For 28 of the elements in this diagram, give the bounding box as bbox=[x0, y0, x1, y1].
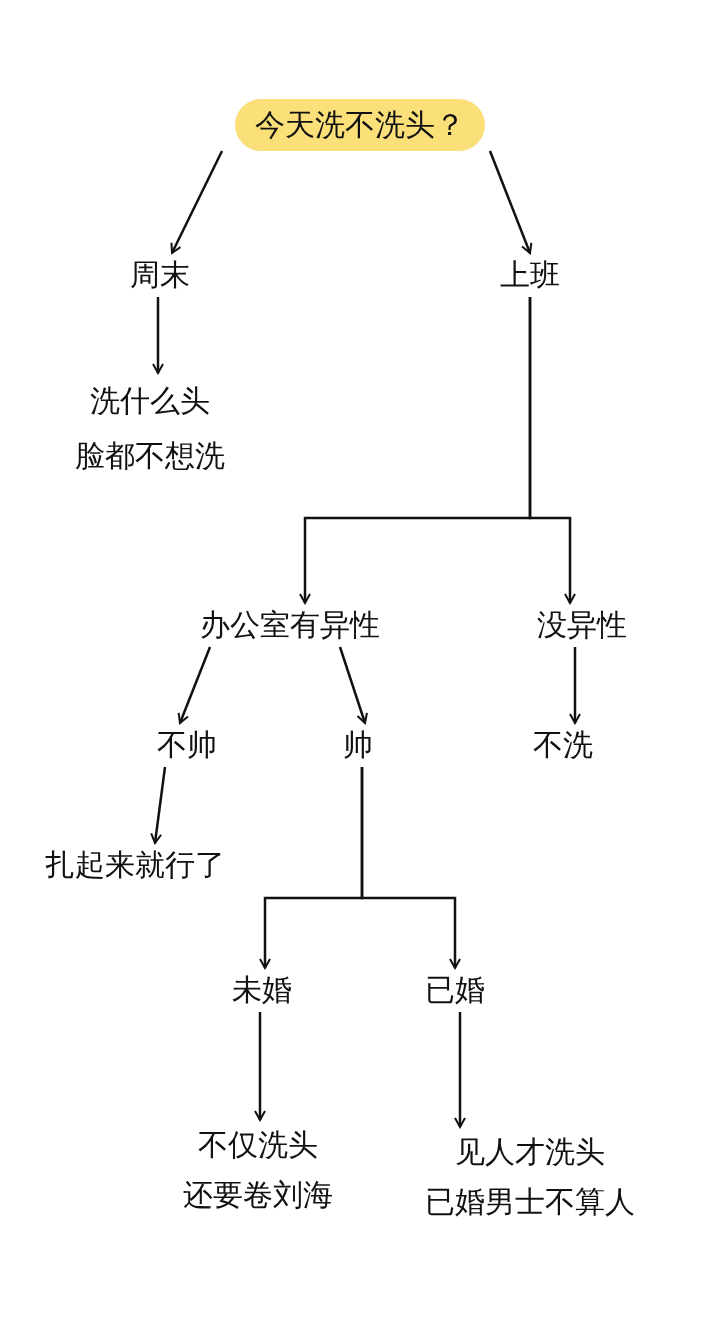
text-line: 洗什么头 bbox=[90, 381, 210, 420]
choice-text: 上班 bbox=[490, 253, 570, 297]
choice-text: 周末 bbox=[120, 253, 200, 297]
arrow bbox=[488, 150, 533, 254]
text-line: 脸都不想洗 bbox=[75, 436, 225, 475]
arrow bbox=[152, 297, 164, 374]
arrow bbox=[528, 297, 576, 604]
choice-text: 没异性 bbox=[522, 603, 642, 647]
arrow bbox=[254, 1012, 266, 1121]
arrow bbox=[360, 767, 461, 969]
choice-text: 帅 bbox=[333, 723, 383, 767]
arrow bbox=[177, 646, 212, 724]
arrow bbox=[150, 766, 167, 844]
choice-text: 未婚 bbox=[222, 968, 302, 1012]
text-line: 还要卷刘海 bbox=[183, 1176, 333, 1214]
text-line: 见人才洗头 bbox=[455, 1133, 605, 1171]
choice-text: 扎起来就行了 bbox=[20, 843, 250, 887]
arrow bbox=[569, 647, 581, 724]
arrow bbox=[454, 1012, 466, 1128]
choice-text: 不洗 bbox=[523, 723, 603, 767]
text-line: 已婚男士不算人 bbox=[425, 1183, 635, 1221]
choice-text: 已婚 bbox=[415, 968, 495, 1012]
text-line: 不仅洗头 bbox=[198, 1126, 318, 1164]
arrow bbox=[170, 150, 224, 254]
question-pill: 今天洗不洗头？ bbox=[235, 99, 485, 151]
choice-text: 不帅 bbox=[147, 723, 227, 767]
choice-text: 办公室有异性 bbox=[180, 603, 400, 647]
arrow bbox=[338, 646, 368, 724]
